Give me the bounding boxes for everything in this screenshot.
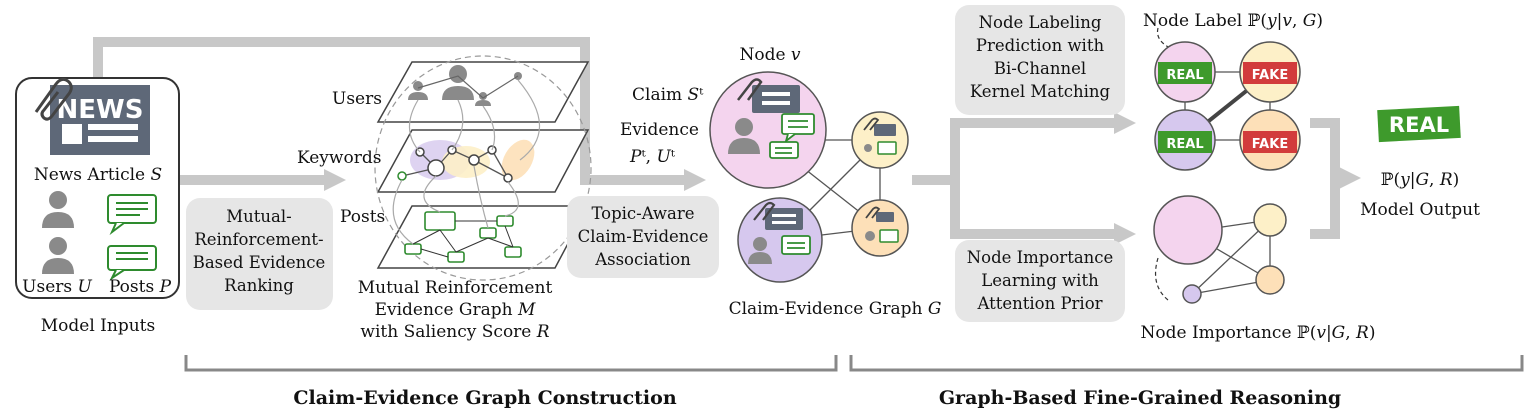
stamp-real-1: REAL: [1158, 62, 1212, 84]
graph-m-caption-3: with Saliency Score 𝑅: [360, 322, 549, 342]
model-inputs: NEWS News Article 𝑆 Users 𝑈 Posts 𝑃 Mode…: [15, 77, 180, 336]
ranking-box: Mutual- Reinforcement- Based Evidence Ra…: [186, 198, 333, 310]
paperclip-icon: [34, 77, 73, 121]
layer-posts-label: Posts: [340, 207, 385, 227]
stamp-real-2-text: REAL: [1166, 137, 1203, 152]
claim-label: Claim 𝑆ᵗ: [632, 85, 704, 105]
news-icon: NEWS: [50, 85, 150, 155]
stage-right-label: Graph-Based Fine-Grained Reasoning: [939, 387, 1341, 409]
ranking-line-2: Reinforcement-: [194, 230, 323, 249]
stage-brackets: [184, 355, 1524, 372]
user-nodes: [408, 65, 522, 106]
graph-m-caption-2: Evidence Graph 𝑀: [375, 300, 536, 320]
node-importance-title: Node Importance ℙ(𝑣|𝐺, 𝑅): [1140, 323, 1375, 343]
importance-graph: Node Importance ℙ(𝑣|𝐺, 𝑅): [1140, 195, 1376, 343]
graph-g: Node 𝑣 Claim-Evidence Graph 𝐺: [709, 45, 942, 319]
assoc-line-2: Claim-Evidence: [578, 227, 709, 246]
stage-left-label: Claim-Evidence Graph Construction: [293, 387, 676, 409]
posts-label: Posts 𝑃: [109, 277, 172, 297]
graph-m-boundary: [374, 55, 592, 281]
stamp-real-2: REAL: [1158, 131, 1212, 153]
stamp-fake-2: FAKE: [1243, 131, 1297, 153]
node-label-title: Node Label ℙ(𝑦|𝑣, 𝐺): [1143, 11, 1323, 31]
labeling-line-4: Kernel Matching: [970, 82, 1111, 101]
merge-arrow: [1310, 118, 1340, 239]
split-down-arrow: [950, 180, 1137, 246]
user-icon: [42, 191, 74, 274]
stamp-fake-1-text: FAKE: [1252, 68, 1288, 83]
model-inputs-caption: Model Inputs: [41, 316, 155, 336]
stamp-real-1-text: REAL: [1166, 68, 1203, 83]
graph-m: Users Keywords Posts Mutual Reinforcemen…: [297, 55, 592, 342]
label-graph: REAL FAKE REAL FAKE Node Label ℙ(𝑦|𝑣, 𝐺): [1143, 11, 1323, 171]
news-article-label: News Article 𝑆: [34, 165, 162, 185]
importance-node-3: [1255, 265, 1285, 295]
importance-box: Node Importance Learning with Attention …: [955, 240, 1125, 322]
importance-line-1: Node Importance: [967, 248, 1114, 267]
evidence-symbol: 𝑃ᵗ, 𝑈ᵗ: [629, 147, 676, 167]
post-icon: [107, 194, 157, 281]
graph-g-caption: Claim-Evidence Graph 𝐺: [729, 299, 942, 319]
assoc-line-1: Topic-Aware: [591, 204, 694, 223]
ranking-line-1: Mutual-: [226, 207, 291, 226]
labeling-line-3: Bi-Channel: [994, 59, 1086, 78]
assoc-line-3: Association: [594, 250, 691, 269]
evidence-label: Evidence: [620, 120, 699, 140]
labeling-line-1: Node Labeling: [979, 13, 1102, 32]
importance-line-3: Attention Prior: [976, 294, 1102, 313]
stamp-fake-2-text: FAKE: [1252, 137, 1288, 152]
importance-line-2: Learning with: [981, 271, 1099, 290]
output-real-stamp: REAL: [1377, 105, 1461, 143]
association-box: Topic-Aware Claim-Evidence Association: [567, 196, 719, 278]
orange-node: [851, 199, 909, 257]
output-prob: ℙ(𝑦|𝐺, 𝑅): [1381, 170, 1460, 190]
labeling-line-2: Prediction with: [976, 36, 1105, 55]
output-stamp-text: REAL: [1389, 113, 1449, 137]
layer-users-label: Users: [332, 89, 382, 109]
ranking-line-3: Based Evidence: [193, 253, 326, 272]
split-up-arrow: [950, 111, 1137, 180]
flow-arrows: [93, 37, 1362, 246]
importance-node-4: [1182, 284, 1202, 304]
importance-node-2: [1253, 203, 1287, 237]
labeling-box: Node Labeling Prediction with Bi-Channel…: [955, 5, 1125, 115]
layer-keywords-label: Keywords: [297, 148, 381, 168]
output-caption: Model Output: [1360, 200, 1480, 220]
stamp-fake-1: FAKE: [1243, 62, 1297, 84]
graph-m-caption-1: Mutual Reinforcement: [358, 278, 553, 298]
importance-node-1: [1153, 195, 1223, 265]
cross-layer-links: [392, 79, 541, 245]
yellow-node: [851, 111, 909, 169]
ranking-line-4: Ranking: [224, 276, 294, 295]
skip-arrow: [93, 37, 707, 192]
news-icon-text: NEWS: [57, 95, 144, 125]
users-label: Users 𝑈: [22, 277, 92, 297]
node-v-label: Node 𝑣: [739, 45, 800, 65]
model-output: REAL ℙ(𝑦|𝐺, 𝑅) Model Output: [1360, 105, 1480, 220]
